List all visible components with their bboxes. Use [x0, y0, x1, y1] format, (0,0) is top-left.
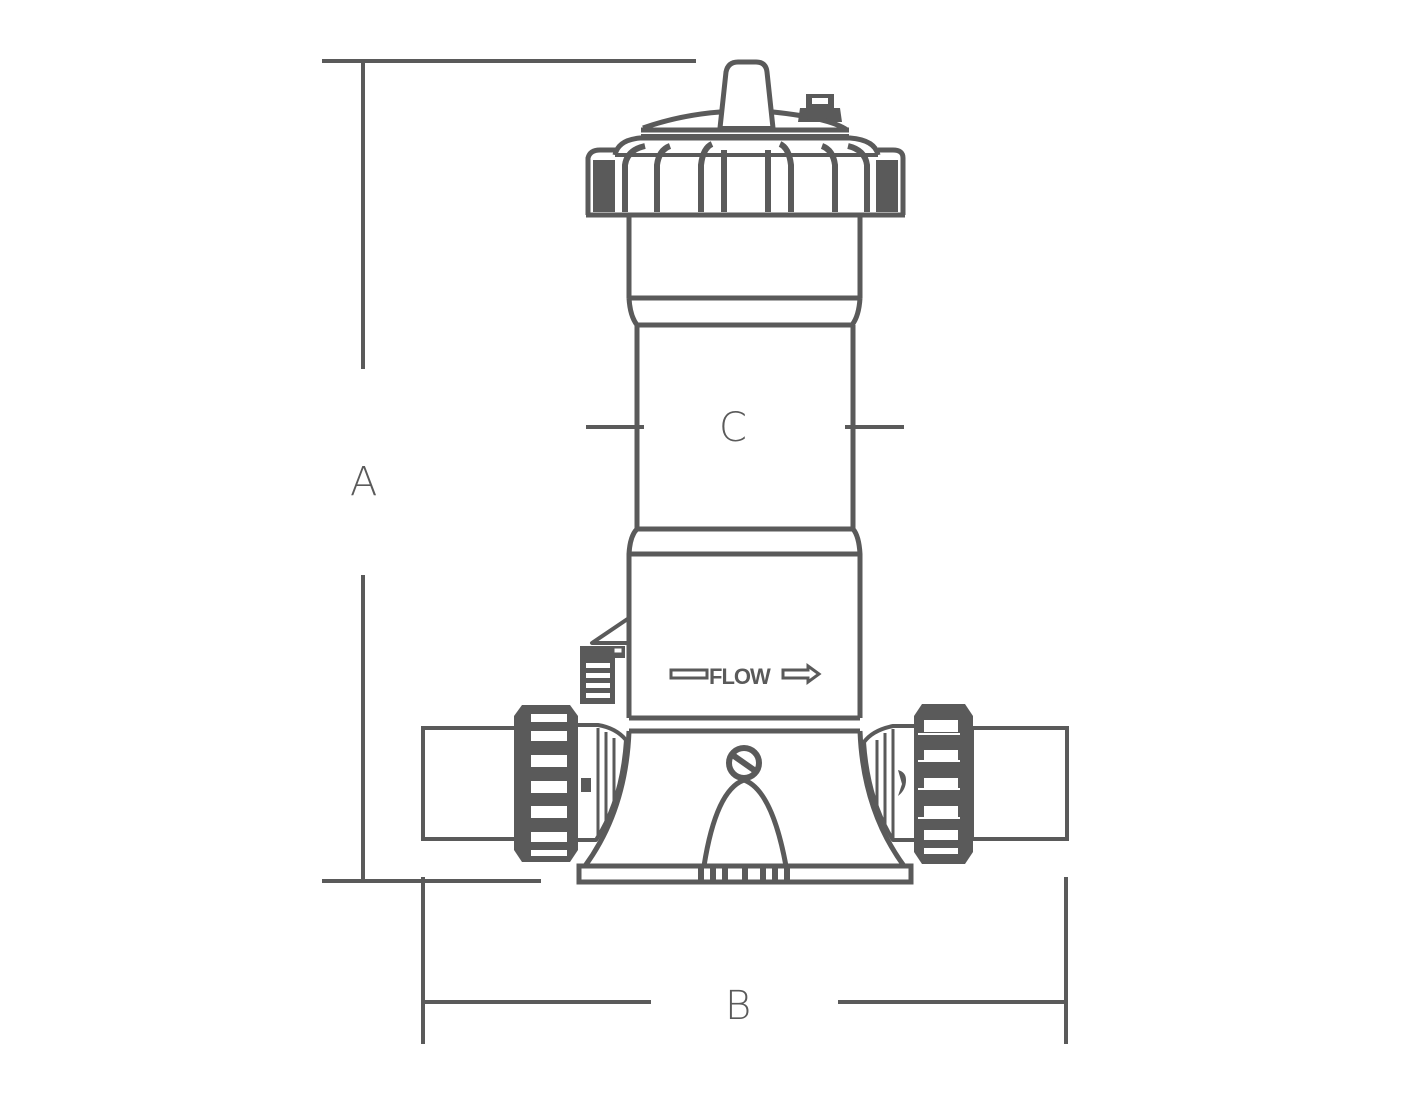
dimension-label-b: B	[725, 983, 752, 1029]
right-outlet-union	[862, 704, 1069, 864]
dimension-label-a: A	[350, 459, 378, 505]
dimension-label-c: C	[719, 405, 747, 451]
side-valve	[580, 616, 631, 704]
flow-text: FLOW	[709, 664, 771, 689]
dimension-b	[421, 877, 1068, 1044]
base	[576, 730, 914, 885]
upper-collar	[626, 215, 863, 328]
left-inlet-union	[421, 705, 628, 862]
lid	[585, 59, 906, 218]
lower-collar: FLOW	[626, 527, 863, 734]
dimension-a	[322, 59, 696, 883]
body-tube	[634, 325, 856, 532]
flow-arrow-marking: FLOW	[669, 663, 822, 689]
